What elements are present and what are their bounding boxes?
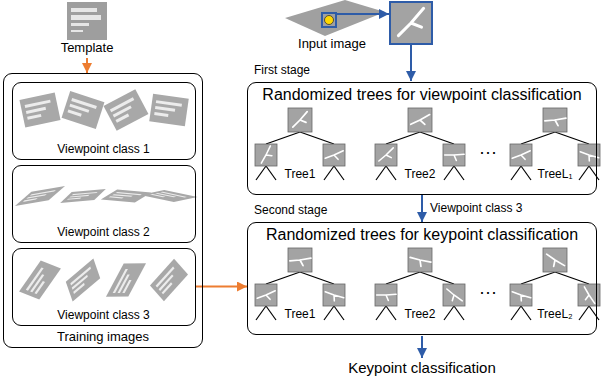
patch-symbol [375, 144, 397, 166]
patch-symbol [323, 284, 345, 306]
class-box: Viewpoint class 3 [12, 248, 196, 326]
box-label: Viewpoint class 3 [57, 309, 150, 323]
stage-label: Second stage [254, 204, 327, 218]
trees [255, 108, 600, 320]
tree-label: Tree2 [405, 168, 436, 182]
training-image [106, 263, 146, 297]
flow-arrow [336, 13, 389, 15]
output-label: Keypoint classification [348, 359, 496, 376]
ellipsis: ··· [479, 282, 497, 303]
training-image [15, 186, 65, 206]
patch-symbol [443, 144, 465, 166]
flow-arrow [421, 336, 423, 358]
box-heading: Randomized trees for viewpoint classific… [262, 86, 581, 104]
patch-symbol [390, 2, 432, 44]
input-image-picture [285, 0, 385, 36]
patch-symbol [375, 284, 397, 306]
training-images [15, 89, 198, 301]
ellipsis: ··· [479, 142, 497, 163]
tree-label: Tree1 [285, 168, 316, 182]
patch-symbol [255, 284, 277, 306]
training-image [150, 259, 188, 302]
patch-symbol [543, 108, 567, 132]
patch-symbol [443, 284, 465, 306]
group-box: Training images Viewpoint class 1 Viewpoin… [3, 73, 203, 348]
training-image [66, 259, 100, 302]
zoomed-patch [390, 2, 432, 44]
patch-symbol [323, 144, 345, 166]
tree-label: Tree2 [405, 308, 436, 322]
training-image [62, 91, 105, 129]
flow-arrow [196, 286, 248, 288]
box-heading: Randomized trees for keypoint classifica… [266, 226, 578, 244]
stage-label: First stage [254, 64, 310, 78]
training-image [140, 190, 197, 202]
class-box: Viewpoint class 1 [12, 82, 196, 160]
class-box: Viewpoint class 2 [12, 165, 196, 243]
tree-label: TreeL₂ [537, 308, 573, 322]
tree-label: Tree1 [285, 308, 316, 322]
training-image [149, 94, 189, 127]
template-picture [67, 2, 107, 40]
box-label: Input image [298, 37, 366, 52]
patch-symbol [288, 248, 312, 272]
training-image [104, 89, 149, 131]
patch-symbol [288, 108, 312, 132]
box-label: Training images [57, 330, 149, 345]
patch-symbol [408, 108, 432, 132]
patch-symbol [543, 248, 567, 272]
box-label: Viewpoint class 2 [57, 226, 150, 240]
training-image [60, 189, 106, 203]
flow-arrow [410, 45, 412, 81]
patch-symbol [510, 284, 532, 306]
tree-label: TreeL₁ [538, 168, 573, 182]
box-label: Template [61, 41, 114, 56]
patch-symbol [510, 144, 532, 166]
flow-arrow [421, 195, 423, 222]
box-label: Viewpoint class 1 [57, 143, 150, 157]
edge-label: Viewpoint class 3 [428, 202, 525, 216]
patch-symbol [408, 248, 432, 272]
input-node: Input image [282, 0, 382, 54]
flow-arrows [336, 14, 422, 358]
template-node: Template [55, 0, 119, 58]
patch-symbol [255, 144, 277, 166]
training-image [19, 261, 61, 300]
flow-arrow [86, 58, 88, 73]
training-image [101, 190, 151, 203]
training-image [19, 93, 60, 128]
